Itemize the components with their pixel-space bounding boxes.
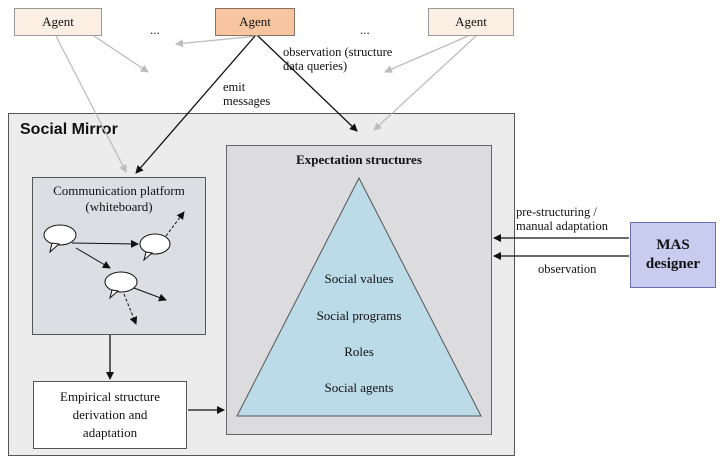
designer-line-2: designer bbox=[645, 256, 701, 272]
layer-social-programs: Social programs bbox=[316, 308, 402, 323]
derivation-box: Empirical structure derivation and adapt… bbox=[33, 381, 187, 449]
agent-center: Agent bbox=[215, 8, 295, 36]
layer-social-agents: Social agents bbox=[324, 380, 394, 395]
observation-label: observation bbox=[538, 262, 597, 276]
emit-label-line-1: emit bbox=[223, 80, 246, 94]
derivation-line-1: Empirical structure bbox=[60, 389, 160, 404]
observation-queries-label: observation (structure data queries) bbox=[283, 45, 392, 73]
agent-black-arrows bbox=[135, 35, 358, 174]
communication-platform-panel bbox=[32, 177, 206, 335]
pre-structuring-line-2: manual adaptation bbox=[516, 219, 608, 233]
emit-label-line-2: messages bbox=[223, 94, 271, 108]
agent-right: Agent bbox=[428, 8, 514, 36]
pre-structuring-line-1: pre-structuring / bbox=[516, 205, 597, 219]
agent-gray-arrows bbox=[55, 35, 477, 173]
expectation-structures-title: Expectation structures bbox=[296, 152, 422, 167]
message-bubble-3 bbox=[104, 271, 138, 293]
ellipsis-right: ... bbox=[360, 22, 370, 37]
layer-roles: Roles bbox=[344, 344, 374, 359]
observation-queries-line-1: observation (structure bbox=[283, 45, 393, 59]
derivation-line-3: adaptation bbox=[82, 425, 138, 440]
social-mirror-title: Social Mirror bbox=[20, 121, 118, 138]
communication-platform-line-1: Communication platform bbox=[53, 183, 185, 198]
observation-queries-line-2: data queries) bbox=[283, 59, 348, 73]
layer-social-values: Social values bbox=[324, 271, 394, 286]
message-bubble-1 bbox=[43, 224, 77, 246]
mas-designer-box: MAS designer bbox=[630, 222, 716, 288]
designer-line-1: MAS bbox=[656, 237, 690, 253]
agent-left: Agent bbox=[14, 8, 102, 36]
emit-messages-label: emit messages bbox=[223, 80, 270, 108]
communication-platform-title: Communication platform (whiteboard) bbox=[32, 183, 206, 215]
communication-platform-line-2: (whiteboard) bbox=[85, 199, 153, 214]
expectation-pyramid bbox=[236, 176, 482, 417]
ellipsis-left: ... bbox=[150, 22, 160, 37]
whiteboard-messages bbox=[43, 211, 185, 325]
pre-structuring-label: pre-structuring / manual adaptation bbox=[516, 205, 608, 233]
derivation-line-2: derivation and bbox=[72, 407, 148, 422]
message-bubble-2 bbox=[139, 233, 171, 255]
